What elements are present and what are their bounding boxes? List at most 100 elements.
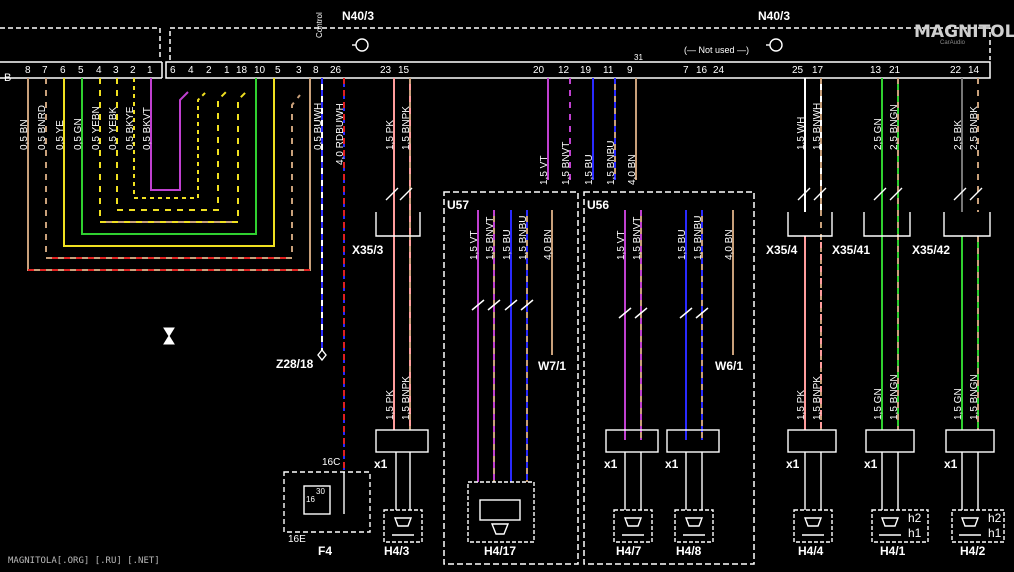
pin-number: 6 bbox=[170, 65, 176, 76]
label-x1: x1 bbox=[786, 457, 800, 471]
pin-number: 14 bbox=[968, 65, 980, 76]
pin-number: 17 bbox=[812, 65, 824, 76]
wire-label: 1,5 BNPK bbox=[812, 376, 823, 420]
wire-yebk bbox=[116, 78, 227, 211]
pin-number: 4 bbox=[188, 65, 194, 76]
wire-label: 1,5 BNWH bbox=[812, 102, 823, 150]
wire-label: 0,5 BUWH bbox=[313, 102, 324, 150]
label-x35-42: X35/42 bbox=[912, 243, 951, 257]
module-label-left: N40/3 bbox=[342, 9, 375, 23]
label-x1: x1 bbox=[604, 457, 618, 471]
pin-number: 1 bbox=[147, 65, 153, 76]
wire-label: 4,0 BN bbox=[627, 154, 638, 185]
wire-label: 1,5 VT bbox=[539, 155, 550, 185]
wire-label: 2,5 BNBK bbox=[969, 106, 980, 150]
brand-logo: MAGNITOLA bbox=[914, 22, 1014, 42]
label-h4-2: H4/2 bbox=[960, 544, 986, 558]
wire-label: 1,5 BU bbox=[677, 229, 688, 260]
speaker-symbols bbox=[383, 481, 1005, 543]
pin-number: 4 bbox=[96, 65, 102, 76]
label-f4-16: 16 bbox=[306, 495, 315, 504]
pin-number: 11 bbox=[603, 65, 614, 76]
pin-number: 21 bbox=[889, 65, 901, 76]
pin-number: 2 bbox=[206, 65, 212, 76]
wire-label: 4,0 BN bbox=[543, 229, 554, 260]
wires-h4-3 bbox=[393, 78, 411, 430]
pin-number: 5 bbox=[275, 65, 281, 76]
pin-number: 12 bbox=[558, 65, 570, 76]
label-h1: h1 bbox=[908, 526, 922, 540]
pin-number: 2 bbox=[130, 65, 136, 76]
wire-label: 4,0 RDBUWH bbox=[335, 103, 346, 165]
label-u57: U57 bbox=[447, 198, 470, 212]
wire-label: 1,5 BNGN bbox=[889, 374, 900, 420]
label-x35-4: X35/4 bbox=[766, 243, 798, 257]
label-x1: x1 bbox=[864, 457, 878, 471]
wire-bkvt bbox=[150, 78, 189, 191]
not-used-label: (— Not used —) bbox=[684, 45, 750, 55]
pin-number: 18 bbox=[236, 65, 248, 76]
pin-number: 7 bbox=[683, 65, 689, 76]
label-x1: x1 bbox=[944, 457, 958, 471]
wire-label: 1,5 BU bbox=[502, 229, 513, 260]
footer-text: MAGNITOLA[.ORG] [.RU] [.NET] bbox=[8, 556, 160, 566]
label-f4-30: 30 bbox=[316, 487, 325, 496]
pin-number: 24 bbox=[713, 65, 725, 76]
wire-bnrd bbox=[45, 78, 301, 259]
pin-number: 20 bbox=[533, 65, 545, 76]
wire-label: 1,5 PK bbox=[385, 389, 396, 420]
label-z28-18: Z28/18 bbox=[276, 357, 314, 371]
module-label-right: N40/3 bbox=[758, 9, 791, 23]
wire-label: 0,5 YE bbox=[55, 120, 66, 150]
pin-number: 8 bbox=[313, 65, 319, 76]
pin-number: 13 bbox=[870, 65, 882, 76]
label-f4-16c: 16C bbox=[322, 457, 341, 468]
pin-number: 10 bbox=[254, 65, 266, 76]
wire-label: 1,5 PK bbox=[796, 389, 807, 420]
wires-center-left bbox=[321, 78, 345, 470]
wire-label: 0,5 BNRD bbox=[37, 104, 48, 150]
pin-number: 6 bbox=[60, 65, 66, 76]
f4-fuse-block bbox=[283, 471, 371, 533]
wire-label: 0,5 YEBN bbox=[91, 106, 102, 150]
wire-label: 1,5 WH bbox=[796, 116, 807, 150]
wire-label: 1,5 PK bbox=[385, 119, 396, 150]
pin-number: 26 bbox=[330, 65, 342, 76]
hourglass-icon bbox=[163, 327, 175, 345]
wire-label: 1,5 BNVT bbox=[632, 216, 643, 260]
pin-number: 31 bbox=[634, 53, 643, 62]
pin-number: 8 bbox=[25, 65, 31, 76]
module-symbol-left bbox=[352, 38, 369, 52]
wire-label: 1,5 BNBU bbox=[518, 215, 529, 260]
wire-bn bbox=[27, 78, 311, 271]
lower-wires bbox=[395, 452, 979, 510]
pin-row-label: B bbox=[4, 72, 12, 84]
wire-label: 1,5 BNPK bbox=[401, 376, 412, 420]
wire-label: 1,5 BU bbox=[584, 154, 595, 185]
module-n40-3-right bbox=[165, 27, 991, 79]
pin-number: 9 bbox=[627, 65, 633, 76]
label-h4-1: H4/1 bbox=[880, 544, 906, 558]
control-label: Control bbox=[315, 12, 324, 38]
label-w7-1: W7/1 bbox=[538, 359, 567, 373]
wire-label: 1,5 BNPK bbox=[401, 106, 412, 150]
wires-h4-2 bbox=[961, 78, 979, 430]
label-h4-4: H4/4 bbox=[798, 544, 824, 558]
wire-gn bbox=[81, 78, 257, 235]
module-symbol-right bbox=[766, 38, 783, 52]
wire-yebn bbox=[99, 78, 247, 223]
wires-h4-1 bbox=[881, 78, 899, 430]
left-loop-wires bbox=[27, 78, 311, 271]
label-h4-7: H4/7 bbox=[616, 544, 642, 558]
wire-ye bbox=[63, 78, 275, 247]
wire-label: 1,5 BNVT bbox=[561, 141, 572, 185]
pin-number: 3 bbox=[296, 65, 302, 76]
pin-number: 23 bbox=[380, 65, 392, 76]
wire-label: 0,5 GN bbox=[73, 118, 84, 150]
pin-number: 22 bbox=[950, 65, 962, 76]
wire-label: 1,5 VT bbox=[616, 230, 627, 260]
pin-number: 3 bbox=[113, 65, 119, 76]
pin-number: 7 bbox=[42, 65, 48, 76]
wire-label: 1,5 BNBU bbox=[693, 215, 704, 260]
